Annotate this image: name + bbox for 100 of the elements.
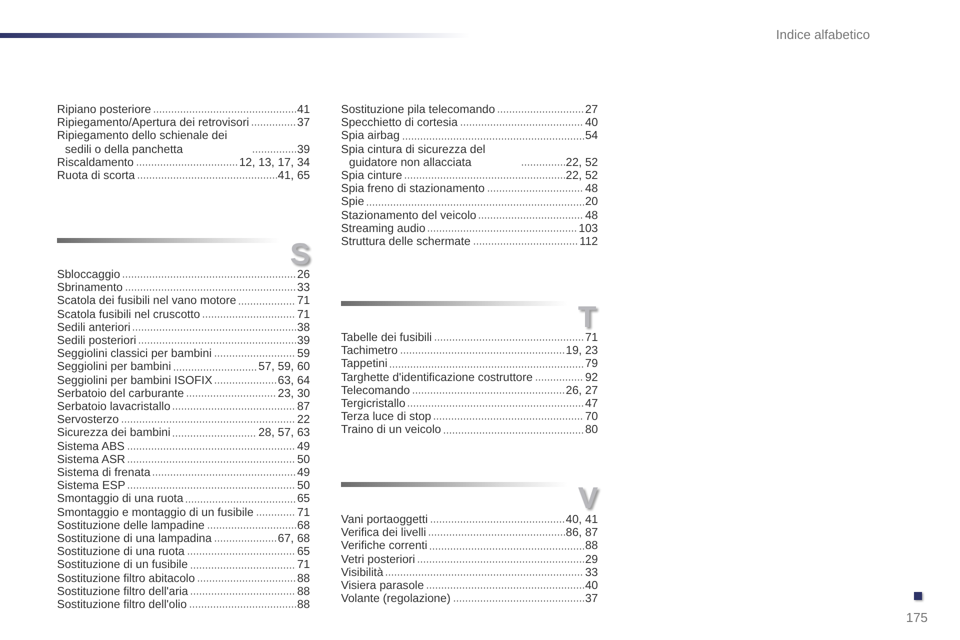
page-reference: 50 [297,452,310,466]
index-entry: Sedili anteriori [57,320,130,334]
page-reference: 38 [297,320,310,334]
page-reference: 41 [297,103,310,116]
index-entry: Targhette d'identificazione costruttore [341,370,533,384]
page-reference: 22 [297,413,310,426]
page-reference: 47 [585,397,598,410]
page-reference: 12, 13, 17, 34 [239,156,310,169]
page-reference: 41, 65 [278,169,310,182]
index-entry: Sistema ASR [57,452,126,466]
page-reference: 20 [585,195,598,209]
index-entry: Sistema di frenata [57,466,150,480]
index-entry: Sicurezza dei bambini [57,426,170,440]
section-letter: S [290,240,310,270]
index-entry: Tappetini [341,357,388,371]
index-entry: Specchietto di cortesia [341,116,458,130]
index-entry: Riscaldamento [57,156,134,169]
page-reference: 37 [297,116,310,130]
index-entry: Sedili posteriori [57,334,136,348]
index-entry: Sbrinamento [57,281,123,294]
page-reference: 103 [578,222,598,235]
index-entry: Telecomando [341,384,410,397]
page-reference: 33 [297,281,310,294]
page-reference: 48 [585,208,598,222]
index-entry: Verifica dei livelli [341,526,426,540]
index-entry: Sostituzione pila telecomando [341,103,496,116]
page-reference: 71 [297,558,310,572]
page-reference: 65 [297,545,310,558]
index-entry: Ripiano posteriore [57,103,152,116]
index-entry: Smontaggio di una ruota [57,492,184,506]
index-entry: Sistema ESP [57,479,126,492]
page-reference: 112 [580,235,598,248]
page-reference: 37 [585,592,598,606]
page-reference: 92 [585,370,598,384]
index-entry: Spia freno di stazionamento [341,182,485,196]
page-reference: 54 [585,129,598,143]
index-entry: Tabelle dei fusibili [341,331,432,344]
page-reference: 79 [585,357,598,371]
page-reference: 49 [297,440,310,453]
index-entry: Traino di un veicolo [341,423,442,437]
page-reference: 39 [297,142,310,156]
index-entry: Spie [341,195,364,209]
index-entry: Seggiolini classici per bambini [57,347,212,360]
index-entry: Sostituzione di una lampadina [57,532,212,546]
index-entry: Visibilità [341,566,384,579]
page-reference: 28, 57, 63 [258,426,310,440]
page-reference: 19, 23 [566,344,598,358]
index-entry: Sostituzione filtro dell'aria [57,584,188,598]
page-reference: 88 [297,598,310,612]
page-reference: 22, 52 [566,169,598,182]
page-reference: 65 [297,492,310,506]
index-entry: Terza luce di stop [341,410,432,424]
page-reference: 26 [297,268,310,282]
index-entry: Seggiolini per bambini [57,360,172,374]
page-reference: 29 [585,552,598,566]
page-reference: 49 [297,466,310,480]
index-entry: Vetri posteriori [341,552,416,566]
index-entry: Serbatoio lavacristallo [57,400,170,414]
index-entry: Streaming audio [341,222,426,235]
index-entry: Spia airbag [341,129,400,143]
index-entry: Seggiolini per bambini ISOFIX [57,374,212,387]
index-entry: Vani portaoggetti [341,513,428,526]
index-entry: Stazionamento del veicolo [341,208,476,222]
index-entry: Ripiegamento/Apertura dei retrovisori [57,116,250,130]
index-entry: Servosterzo [57,413,119,426]
index-entry: Volante (regolazione) [341,592,451,606]
index-entry: Sistema ABS [57,440,125,453]
page-reference: 57, 59, 60 [258,360,310,374]
page-reference: 40, 41 [566,513,598,526]
page-reference: 39 [297,334,310,348]
page-reference: 80 [585,423,598,437]
page-reference: 68 [297,518,310,532]
page-reference: 59 [297,347,310,360]
page-reference: 71 [297,294,310,308]
index-entry: Sostituzione delle lampadine [57,518,205,532]
index-entry: Sostituzione filtro abitacolo [57,572,195,585]
page-reference: 88 [297,572,310,585]
index-entry: Visiera parasole [341,579,424,592]
page-reference: 88 [585,539,598,553]
page-reference: 71 [297,308,310,321]
page-reference: 23, 30 [278,386,310,400]
index-entry: Sostituzione di una ruota [57,545,185,558]
index-entry: Spia cinture [341,169,402,182]
index-entry: Scatola fusibili nel cruscotto [57,308,200,321]
page-reference: 50 [297,479,310,492]
index-entry: Ruota di scorta [57,169,135,182]
page-number: 175 [906,610,928,625]
index-entry: Struttura delle schermate [341,235,471,248]
index-entry: Sbloccaggio [57,268,120,282]
page-reference: 88 [297,584,310,598]
index-entry: Sostituzione di un fusibile [57,558,188,572]
section-letter: V [578,484,598,514]
page-reference: 48 [585,182,598,196]
page-reference: 70 [585,410,598,424]
page-reference: 87 [297,400,310,414]
index-entry: Scatola dei fusibili nel vano motore [57,294,236,308]
index-entry: Smontaggio e montaggio di un fusibile [57,506,254,519]
index-entry: Serbatoio del carburante [57,386,184,400]
page-reference: 22, 52 [566,156,598,169]
page-reference: 26, 27 [566,384,598,397]
